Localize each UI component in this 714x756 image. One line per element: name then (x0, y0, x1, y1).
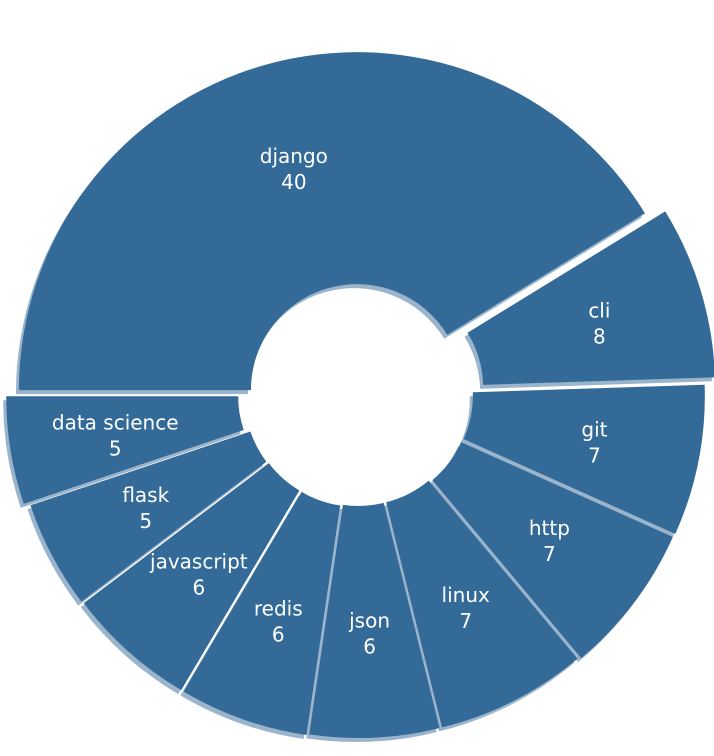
wedge-label-value: 5 (109, 437, 122, 461)
wedges (6, 52, 714, 738)
wedge-label-value: 7 (543, 542, 556, 566)
wedge-label-value: 6 (363, 635, 376, 659)
wedge-label-name: linux (442, 583, 490, 607)
wedge-label-name: flask (122, 483, 169, 507)
wedge-label-value: 6 (192, 575, 205, 599)
wedge-label-value: 8 (593, 325, 606, 349)
wedge-label-value: 6 (272, 622, 285, 646)
wedge-label-name: redis (254, 596, 303, 620)
wedge-label-value: 7 (588, 444, 601, 468)
wedge-redis[interactable] (183, 491, 341, 736)
wedge-label-name: git (581, 418, 607, 442)
wedge-label-name: cli (588, 299, 610, 323)
wedge-javascript[interactable] (83, 463, 300, 691)
wedge-label-name: http (529, 516, 570, 540)
wedge-linux[interactable] (386, 480, 578, 728)
wedge-label-name: data science (52, 411, 179, 435)
wedge-git[interactable] (463, 384, 705, 534)
wedge-django[interactable] (18, 52, 645, 391)
wedge-flask[interactable] (30, 431, 267, 602)
wedge-label-value: 7 (459, 609, 472, 633)
wedge-json[interactable] (309, 502, 440, 738)
wedge-label-name: django (260, 144, 328, 168)
wedge-label-value: 40 (281, 170, 306, 194)
wedge-label-name: javascript (149, 549, 248, 573)
wedge-cli[interactable] (467, 211, 714, 385)
wedge-data-science[interactable] (6, 396, 244, 504)
wedge-http[interactable] (432, 442, 673, 659)
wedge-label-value: 5 (139, 509, 152, 533)
wedge-label-name: json (348, 609, 390, 633)
